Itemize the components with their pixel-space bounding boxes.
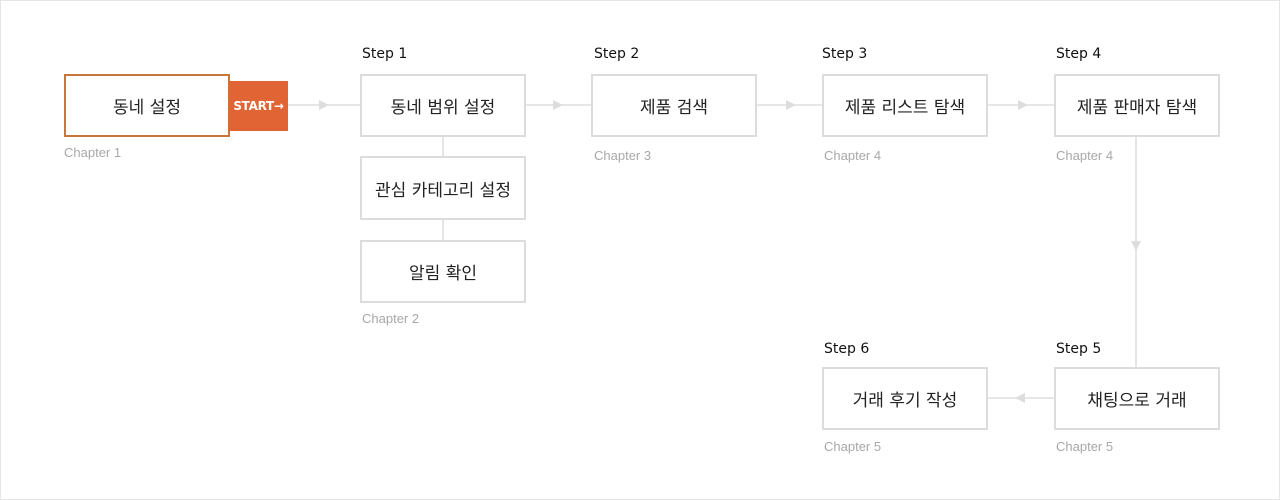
node-label: 채팅으로 거래	[1087, 391, 1187, 411]
chapter-label-step3: Chapter 4	[824, 148, 882, 163]
step1-node-area: 동네 범위 설정	[360, 74, 526, 137]
chapter-label-start: Chapter 1	[64, 145, 122, 160]
step1-node-alert: 알림 확인	[360, 240, 526, 303]
node-label: 관심 카테고리 설정	[375, 180, 511, 201]
step-label-1: Step 1	[362, 46, 408, 62]
node-label: 제품 리스트 탐색	[844, 98, 966, 118]
chapter-label-step5: Chapter 5	[1056, 439, 1114, 454]
node-label: 동네 범위 설정	[390, 98, 496, 118]
chapter-label-step6: Chapter 5	[824, 439, 882, 454]
step1-node-category: 관심 카테고리 설정	[360, 156, 526, 220]
step2-node-search: 제품 검색	[591, 74, 757, 137]
arrow-head-icon	[1131, 241, 1141, 251]
arrow-head-icon	[553, 100, 563, 110]
start-node: 동네 설정	[64, 74, 230, 137]
start-badge: START→	[229, 81, 288, 131]
node-label: 거래 후기 작성	[852, 391, 958, 411]
chapter-label-step4: Chapter 4	[1056, 148, 1114, 163]
chapter-label-step1: Chapter 2	[362, 311, 420, 326]
arrow-head-icon	[786, 100, 796, 110]
step-label-5: Step 5	[1056, 341, 1102, 357]
step3-node-list: 제품 리스트 탐색	[822, 74, 988, 137]
chapter-label-step2: Chapter 3	[594, 148, 652, 163]
step4-node-seller: 제품 판매자 탐색	[1054, 74, 1220, 137]
step-label-6: Step 6	[824, 341, 870, 357]
arrow-head-icon	[319, 100, 329, 110]
step6-node-review: 거래 후기 작성	[822, 367, 988, 430]
node-label: 제품 검색	[640, 98, 708, 118]
step-label-3: Step 3	[822, 46, 868, 62]
step-label-4: Step 4	[1056, 46, 1102, 62]
arrow-head-icon	[1018, 100, 1028, 110]
node-label: 제품 판매자 탐색	[1076, 98, 1198, 118]
start-node-label: 동네 설정	[113, 98, 181, 118]
step-label-2: Step 2	[594, 46, 640, 62]
step5-node-chat: 채팅으로 거래	[1054, 367, 1220, 430]
arrow-head-icon	[1015, 393, 1025, 403]
node-label: 알림 확인	[409, 264, 477, 284]
